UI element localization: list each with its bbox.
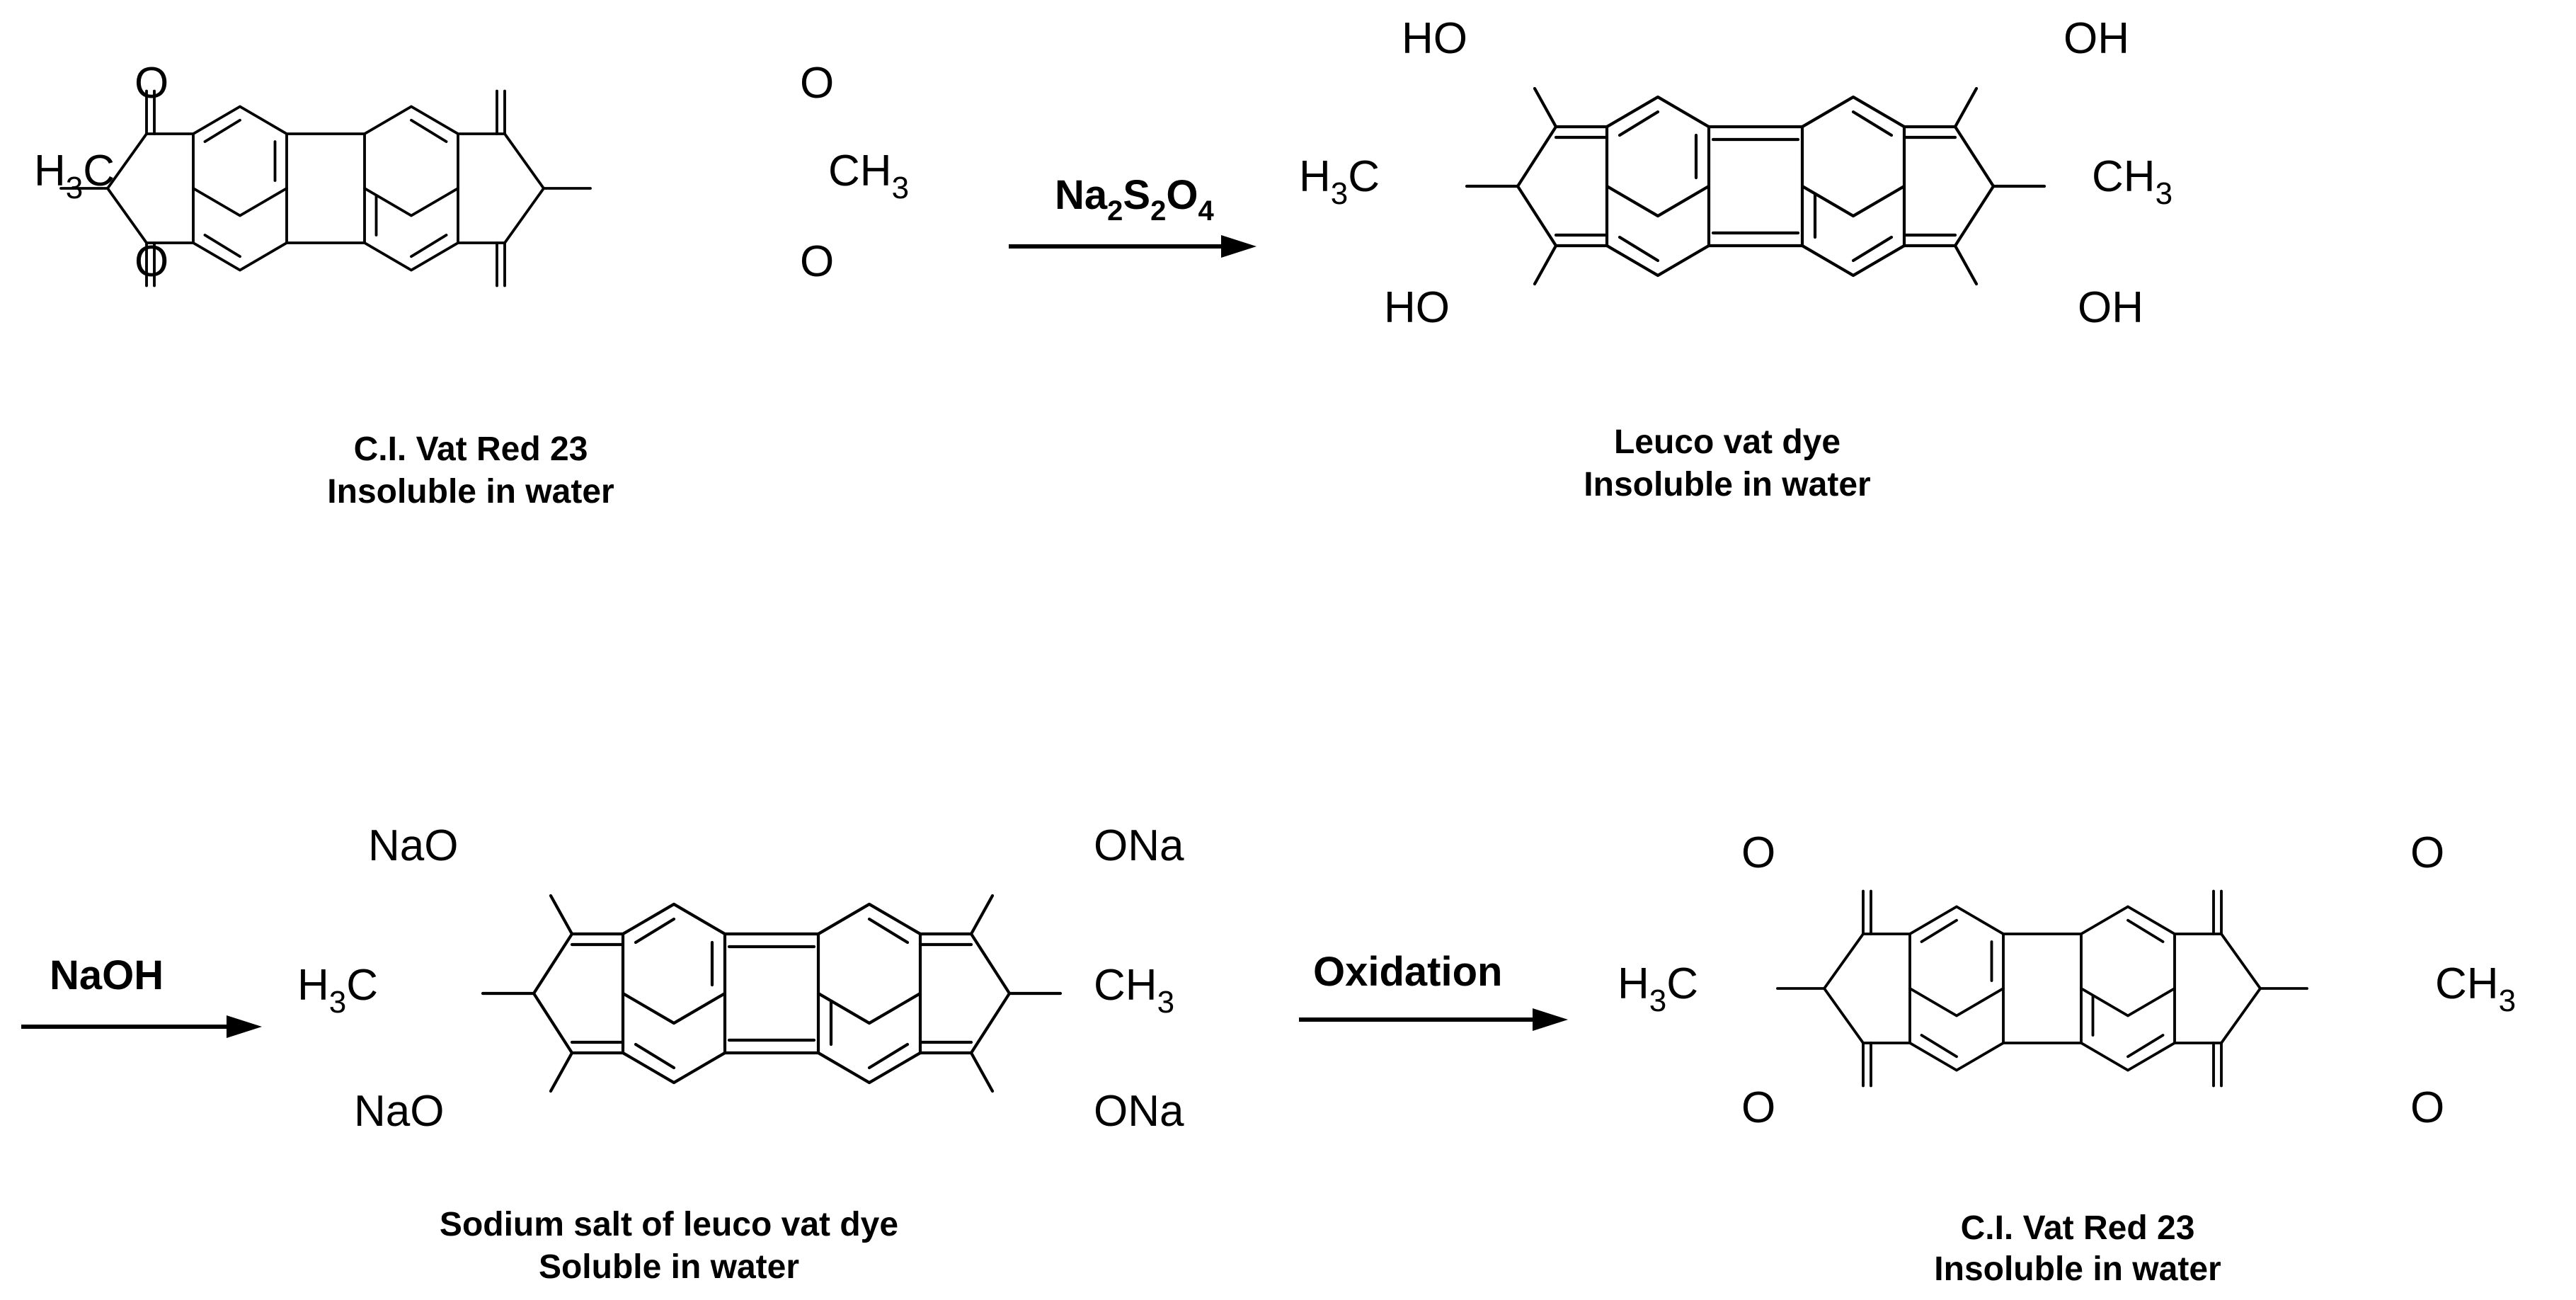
oxygen-label: O xyxy=(2410,1083,2444,1132)
oxygen-label: O xyxy=(1741,828,1775,877)
sodium-oxide-label: ONa xyxy=(1094,821,1184,870)
compound-4-solubility: Insoluble in water xyxy=(1934,1250,2221,1288)
methyl-right-label: CH3 xyxy=(2435,959,2516,1018)
oxygen-label: O xyxy=(134,237,168,286)
reagent-sodium-dithionite: Na2S2O4 xyxy=(1055,172,1214,227)
oxygen-label: O xyxy=(1741,1083,1775,1132)
methyl-left-label: H3C xyxy=(297,961,378,1020)
sodium-oxide-label: NaO xyxy=(354,1087,444,1136)
compound-3-solubility: Soluble in water xyxy=(539,1248,799,1286)
compound-4-name: C.I. Vat Red 23 xyxy=(1961,1209,2195,1247)
hydroxyl-label: HO xyxy=(1384,283,1450,332)
sodium-oxide-label: NaO xyxy=(368,821,458,870)
compound-2-solubility: Insoluble in water xyxy=(1584,466,1870,503)
oxygen-label: O xyxy=(134,59,168,108)
reaction-arrow-3: Oxidation xyxy=(1299,949,1568,1031)
oxygen-label: O xyxy=(2410,828,2444,877)
reagent-oxidation: Oxidation xyxy=(1313,949,1502,995)
compound-1-name: C.I. Vat Red 23 xyxy=(354,431,588,468)
hydroxyl-label: HO xyxy=(1402,14,1467,63)
reagent-sodium-hydroxide: NaOH xyxy=(50,952,164,998)
methyl-right-label: CH3 xyxy=(828,147,909,205)
reaction-arrow-2: NaOH xyxy=(21,952,262,1038)
oxygen-label: O xyxy=(800,237,834,286)
sodium-oxide-label: ONa xyxy=(1094,1087,1184,1136)
hydroxyl-label: OH xyxy=(2078,283,2143,332)
compound-3-structure: NaO NaO ONa ONa H3C CH3 Sodium salt of l… xyxy=(297,821,1184,1286)
methyl-left-label: H3C xyxy=(1618,959,1698,1018)
methyl-left-label: H3C xyxy=(34,147,115,205)
methyl-right-label: CH3 xyxy=(1094,961,1174,1020)
compound-2-name: Leuco vat dye xyxy=(1614,423,1841,461)
methyl-right-label: CH3 xyxy=(2092,152,2173,211)
compound-4-structure: O O O O H3C CH3 C.I. Vat Red 23 Insolubl… xyxy=(1618,828,2516,1288)
methyl-left-label: H3C xyxy=(1299,152,1380,211)
compound-3-name: Sodium salt of leuco vat dye xyxy=(440,1206,898,1243)
oxygen-label: O xyxy=(800,59,834,108)
hydroxyl-label: OH xyxy=(2063,14,2129,63)
reaction-arrow-1: Na2S2O4 xyxy=(1009,172,1256,258)
compound-1-structure: O O O O H3C CH3 C.I. Vat Red 23 Insolubl… xyxy=(34,59,909,511)
compound-1-solubility: Insoluble in water xyxy=(327,473,614,511)
compound-2-structure: HO HO OH OH H3C CH3 Leuco vat dye Insolu… xyxy=(1299,14,2173,503)
